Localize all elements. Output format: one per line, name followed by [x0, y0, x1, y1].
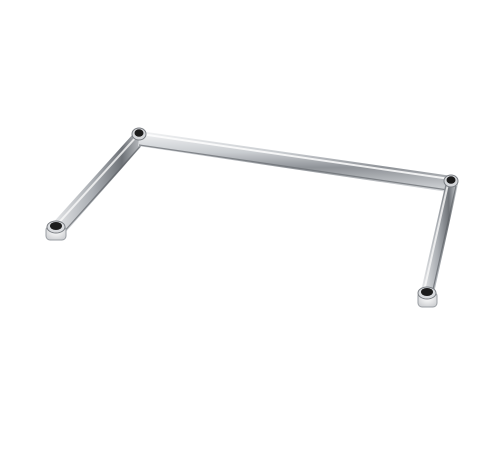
back-left-corner-socket	[131, 127, 147, 141]
back-bar	[138, 131, 452, 192]
left-side-bar	[50, 133, 146, 235]
front-left-foot	[45, 220, 67, 241]
back-right-corner-socket	[443, 174, 459, 188]
right-side-bar	[421, 182, 458, 295]
front-right-foot	[417, 286, 438, 308]
